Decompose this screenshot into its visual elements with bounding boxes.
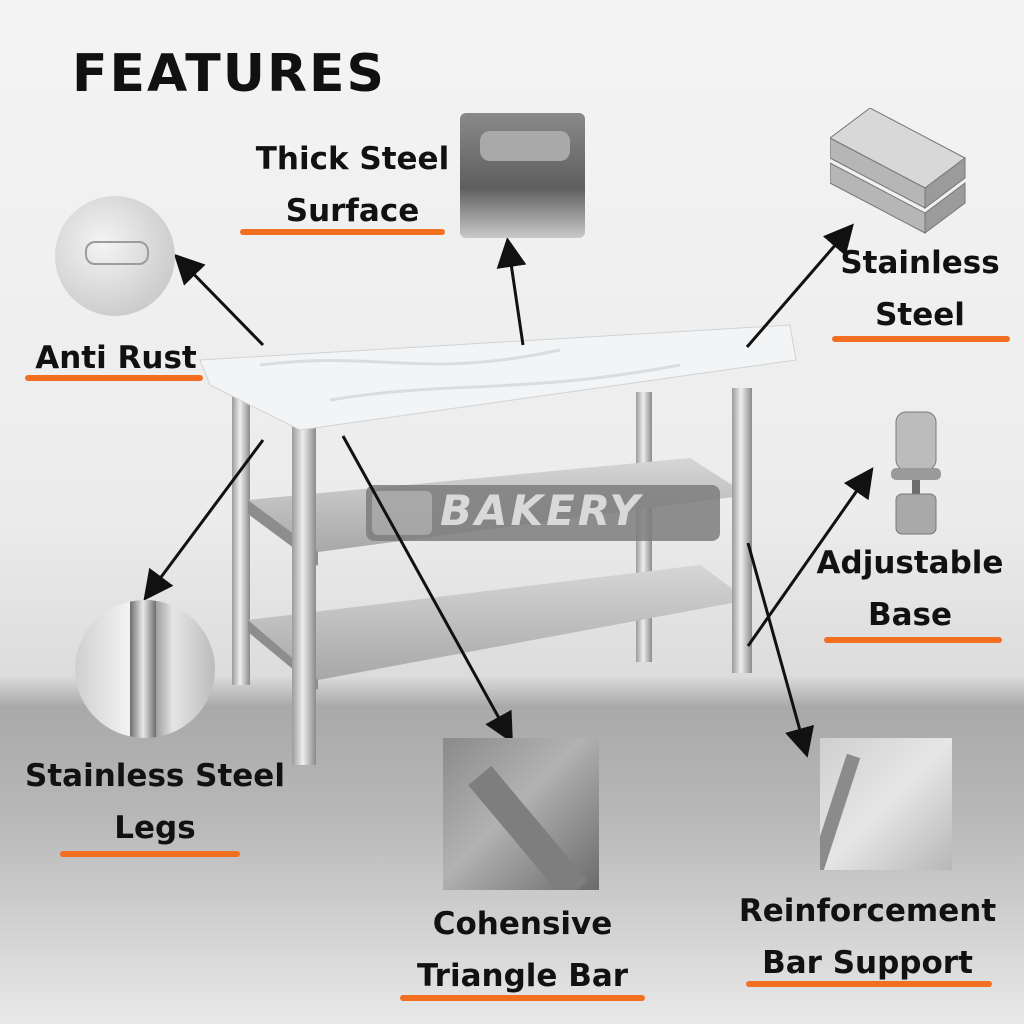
arrow-reinforcement bbox=[746, 542, 815, 758]
arrow-stainless bbox=[745, 223, 854, 348]
label-thick-surface: Thick Steel Surface bbox=[255, 141, 450, 229]
underline bbox=[746, 981, 992, 987]
table-top bbox=[199, 324, 797, 431]
reinforcement-photo bbox=[820, 738, 952, 870]
label-adjustable-base: Adjustable Base bbox=[816, 545, 1004, 633]
table-leg bbox=[232, 380, 250, 685]
arrow-anti-rust bbox=[173, 253, 265, 347]
callout-arrows bbox=[143, 223, 874, 758]
adjustable-foot-icon bbox=[888, 410, 944, 540]
arrow-legs bbox=[143, 439, 265, 601]
arrow-triangle-bar bbox=[341, 435, 513, 744]
label-legs: Stainless Steel Legs bbox=[25, 758, 285, 846]
underline bbox=[240, 229, 445, 235]
triangle-bar-photo bbox=[443, 738, 599, 890]
label-triangle-bar: Cohensive Triangle Bar bbox=[416, 906, 629, 994]
label-anti-rust: Anti Rust bbox=[35, 340, 197, 376]
work-table bbox=[199, 324, 797, 765]
watermark-logo bbox=[366, 485, 720, 541]
anti-rust-photo bbox=[55, 196, 175, 316]
steel-tubes-icon bbox=[830, 108, 970, 236]
thick-surface-photo bbox=[460, 113, 585, 238]
watermark-text: BAKERY bbox=[440, 486, 643, 535]
underline bbox=[824, 637, 1002, 643]
arrow-thick-surface bbox=[496, 237, 527, 346]
label-stainless: Stainless Steel bbox=[840, 245, 1000, 333]
lower-shelf bbox=[248, 565, 748, 680]
legs-photo bbox=[75, 600, 215, 738]
underline bbox=[25, 375, 203, 381]
underline bbox=[60, 851, 240, 857]
table-leg bbox=[732, 388, 752, 673]
underline bbox=[400, 995, 645, 1001]
page-title: FEATURES bbox=[72, 44, 386, 104]
underline bbox=[832, 336, 1010, 342]
label-reinforcement: Reinforcement Bar Support bbox=[738, 893, 997, 981]
table-leg bbox=[292, 420, 316, 765]
